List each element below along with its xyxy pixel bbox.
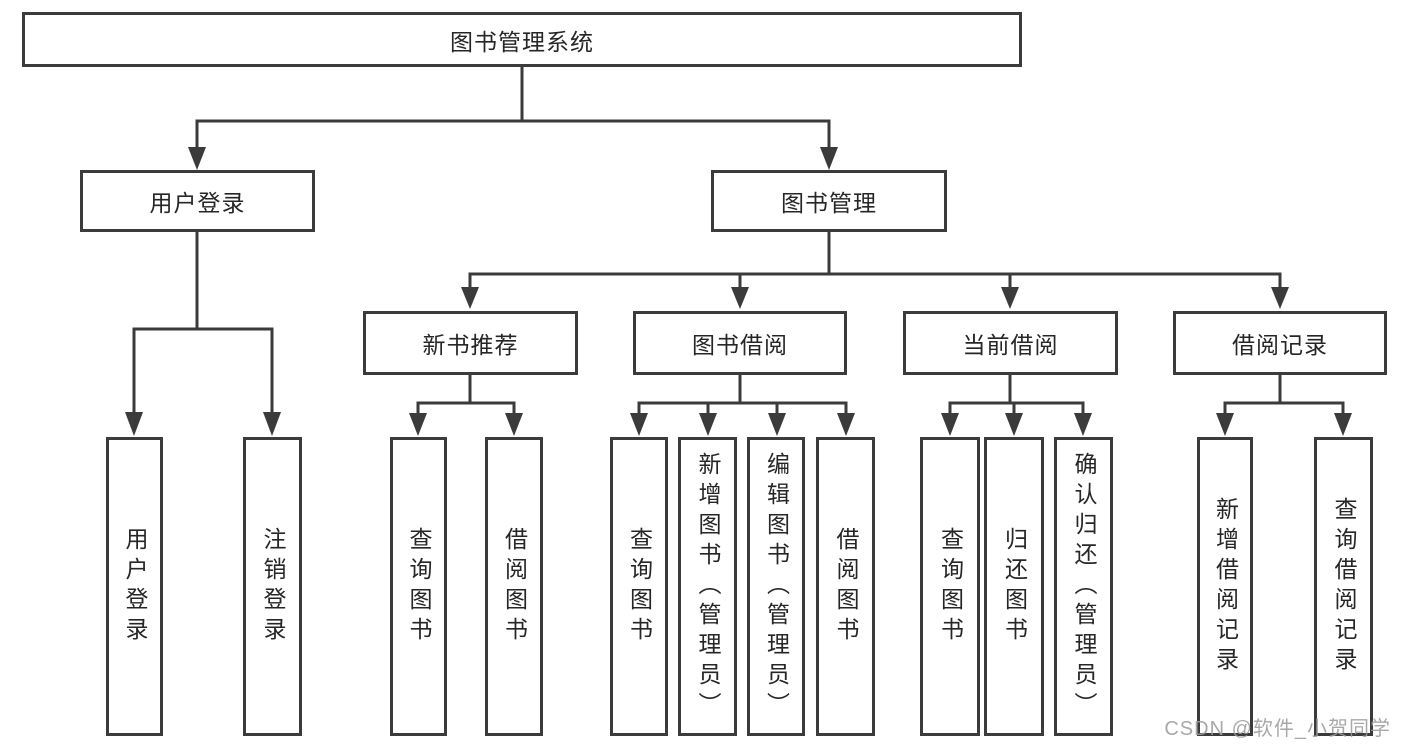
leaf-borrow-books-1: 借阅图书 <box>485 437 543 736</box>
leaf-query-borrow-record: 查询借阅记录 <box>1314 437 1373 736</box>
node-user-login: 用户登录 <box>80 170 315 232</box>
leaf-add-book-admin: 新增图书（管理员） <box>678 437 737 736</box>
leaf-edit-book-admin: 编辑图书（管理员） <box>747 437 805 736</box>
leaf-add-borrow-record: 新增借阅记录 <box>1197 437 1253 736</box>
node-book-management: 图书管理 <box>711 170 947 232</box>
leaf-user-login: 用户登录 <box>106 437 163 736</box>
leaf-query-books-1: 查询图书 <box>390 437 447 736</box>
node-new-book-recommend: 新书推荐 <box>363 311 578 375</box>
leaf-query-books-2: 查询图书 <box>610 437 668 736</box>
leaf-borrow-books-2: 借阅图书 <box>816 437 875 736</box>
csdn-watermark: CSDN @软件_小贺同学 <box>1164 718 1391 740</box>
node-borrow-records: 借阅记录 <box>1173 311 1387 375</box>
leaf-return-book: 归还图书 <box>984 437 1044 736</box>
leaf-query-books-3: 查询图书 <box>920 437 980 736</box>
leaf-confirm-return-admin: 确认归还（管理员） <box>1054 437 1113 736</box>
node-root: 图书管理系统 <box>22 12 1022 67</box>
node-book-borrow: 图书借阅 <box>633 311 847 375</box>
leaf-logout: 注销登录 <box>243 437 302 736</box>
node-current-borrow: 当前借阅 <box>903 311 1118 375</box>
